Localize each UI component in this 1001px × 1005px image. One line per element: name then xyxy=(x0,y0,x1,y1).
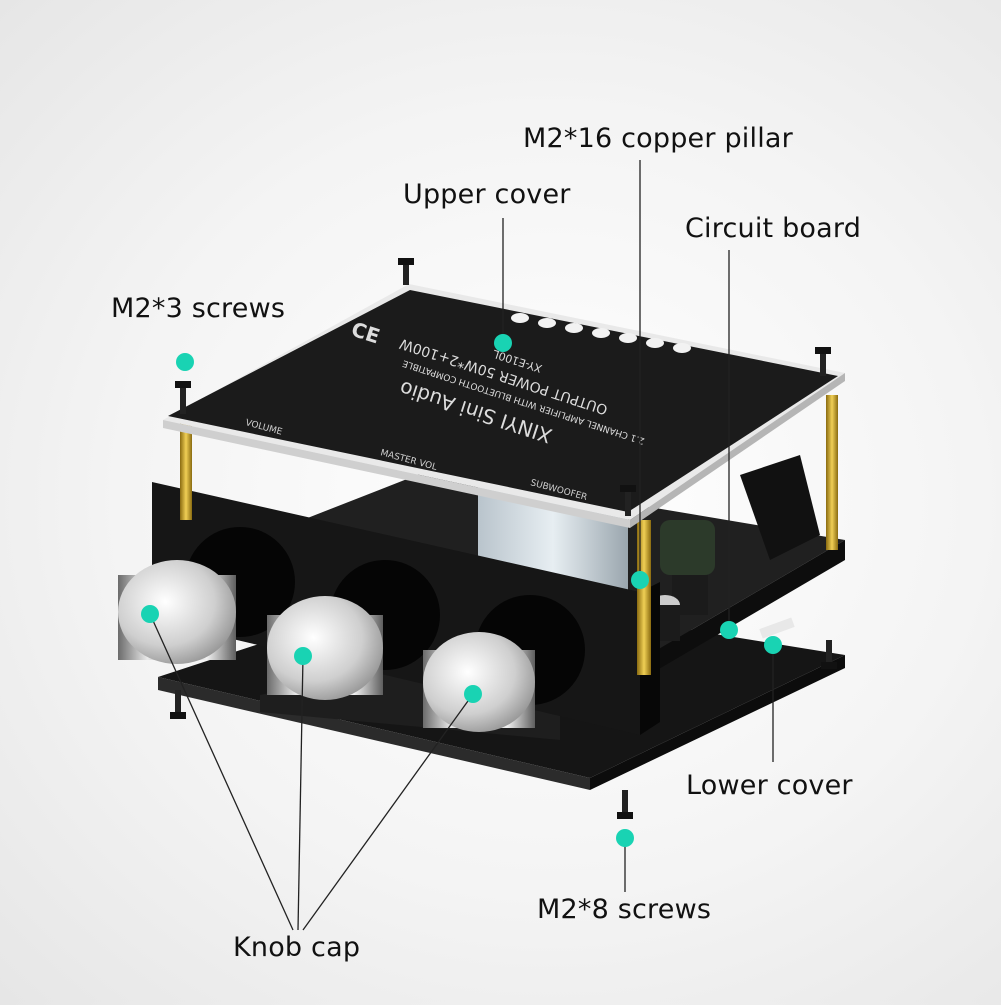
marker-upper-cover xyxy=(494,334,512,352)
label-copper-pillar: M2*16 copper pillar xyxy=(523,123,793,154)
screw-icon xyxy=(175,381,191,414)
screw-icon xyxy=(815,347,831,376)
label-circuit-board: Circuit board xyxy=(685,213,862,244)
leader-lines xyxy=(149,160,774,931)
marker-m2x8-screws xyxy=(616,829,634,847)
label-upper-cover: Upper cover xyxy=(403,179,571,210)
screw-icon xyxy=(398,258,414,285)
marker-lower-cover xyxy=(764,636,782,654)
led-indicators xyxy=(511,313,691,353)
screw-icon xyxy=(620,485,636,516)
marker-copper-pillar xyxy=(631,571,649,589)
dc-jack-icon xyxy=(740,455,820,560)
marker-knob-2 xyxy=(294,647,312,665)
marker-knob-1 xyxy=(141,605,159,623)
screw-icon xyxy=(170,690,186,719)
upper-cover: CE XINYI Sini Audio 2.1 CHANNEL AMPLIFIE… xyxy=(163,284,845,528)
knob-icon xyxy=(423,595,585,732)
screw-icon xyxy=(821,640,837,669)
markers xyxy=(141,334,782,847)
knob-icon xyxy=(118,527,295,664)
label-m2x8-screws: M2*8 screws xyxy=(537,894,712,925)
knobs xyxy=(118,527,585,732)
marker-m2x3-screws xyxy=(176,353,194,371)
knob-icon xyxy=(267,560,440,700)
marker-knob-3 xyxy=(464,685,482,703)
screw-icon xyxy=(617,790,633,819)
marker-circuit-board xyxy=(720,621,738,639)
screws xyxy=(170,258,837,819)
label-lower-cover: Lower cover xyxy=(686,770,853,801)
label-knob-cap: Knob cap xyxy=(233,932,361,963)
label-m2x3-screws: M2*3 screws xyxy=(111,293,286,324)
